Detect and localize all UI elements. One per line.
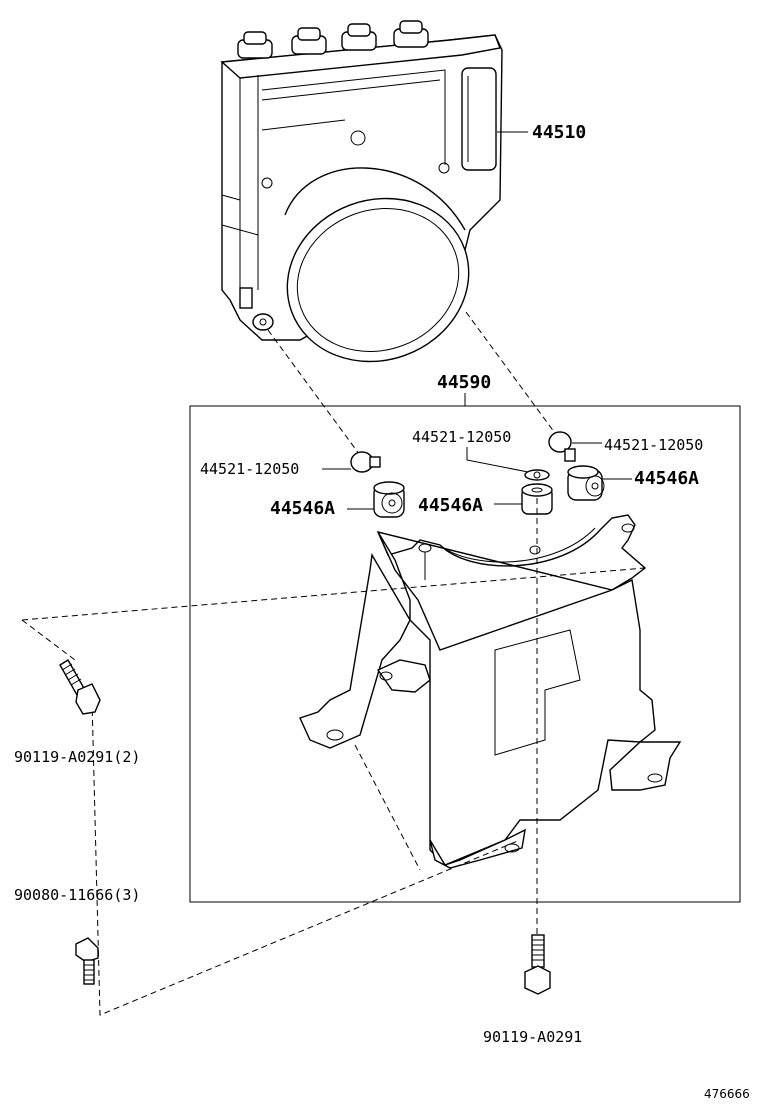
bolt-left-drawing[interactable] xyxy=(59,659,101,715)
bolt-bottom-left-drawing[interactable] xyxy=(75,937,99,985)
bracket-group-box xyxy=(189,405,741,903)
alignment-line-left xyxy=(267,329,366,463)
label-44510[interactable]: 44510 xyxy=(532,122,586,143)
label-bolt-bottom-left[interactable]: 90080-11666(3) xyxy=(14,886,140,904)
label-cushion-center[interactable]: 44546A xyxy=(418,495,483,516)
label-cushion-right[interactable]: 44546A xyxy=(634,468,699,489)
cushion-right-drawing[interactable] xyxy=(567,465,605,501)
abs-actuator-drawing[interactable] xyxy=(220,20,503,387)
label-stud-center[interactable]: 44521-12050 xyxy=(412,428,511,446)
bolt-bottom-drawing[interactable] xyxy=(524,934,551,995)
label-bolt-bottom[interactable]: 90119-A0291 xyxy=(483,1028,582,1046)
alignment-line-right xyxy=(465,311,561,441)
label-44590[interactable]: 44590 xyxy=(437,372,491,393)
cushion-left-drawing[interactable] xyxy=(373,481,405,518)
label-cushion-left[interactable]: 44546A xyxy=(270,498,335,519)
stud-right-drawing[interactable] xyxy=(548,431,576,462)
label-stud-right[interactable]: 44521-12050 xyxy=(604,436,703,454)
stud-center-drawing[interactable] xyxy=(524,469,550,481)
actuator-caps xyxy=(237,20,429,59)
bracket-drawing[interactable] xyxy=(299,514,682,869)
diagram-id: 476666 xyxy=(704,1087,750,1101)
stud-left-drawing[interactable] xyxy=(350,451,381,473)
label-bolt-left[interactable]: 90119-A0291(2) xyxy=(14,748,140,766)
label-stud-left[interactable]: 44521-12050 xyxy=(200,460,299,478)
